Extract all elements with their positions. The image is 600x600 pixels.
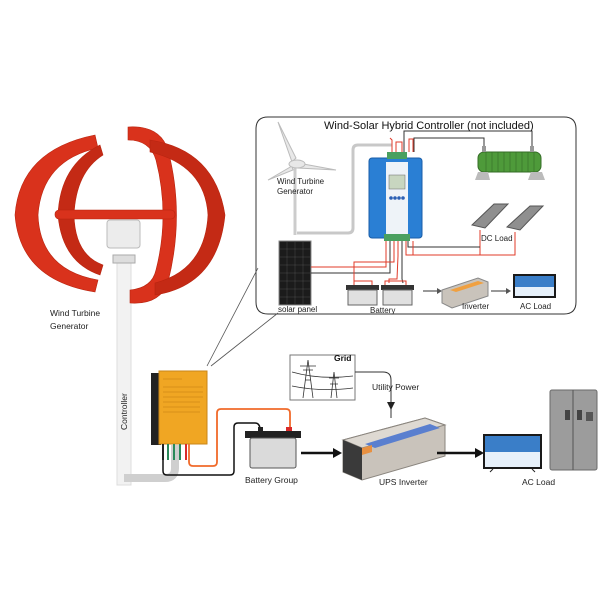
battery-group-lid — [245, 431, 301, 438]
callout-batteries-icon — [346, 280, 414, 306]
battery-terminal-positive — [286, 427, 292, 431]
ups-inverter — [341, 417, 447, 481]
battery-group-label: Battery Group — [245, 475, 298, 485]
main-controller-backplate — [151, 373, 161, 445]
grid-label: Grid — [334, 353, 352, 363]
turbine-blades — [14, 126, 226, 304]
grid-box — [289, 354, 356, 401]
refrigerator-icon — [549, 389, 598, 471]
turbine-pole — [116, 259, 132, 486]
hybrid-controller-lcd — [388, 174, 406, 190]
battery-group-body — [249, 437, 297, 469]
wire-negative — [162, 422, 261, 476]
arrow-head — [475, 448, 484, 458]
utility-power-line — [355, 371, 392, 418]
controller-top-wires — [389, 130, 533, 152]
main-ac-load-label: AC Load — [522, 477, 556, 487]
callout-inverter-icon — [441, 277, 489, 309]
utility-power-label: Utility Power — [372, 382, 420, 392]
callout-solar-panel-label: solar panel — [278, 305, 318, 314]
arrow-head — [506, 288, 511, 294]
arrow-head — [333, 448, 342, 458]
callout-tv-icon — [513, 274, 556, 298]
dump-load-resistor-icon — [475, 146, 545, 180]
main-wind-turbine-label: Wind Turbine Generator — [50, 308, 101, 332]
solar-panel-icon — [278, 240, 312, 306]
small-wind-turbine-icon — [267, 121, 337, 235]
callout-ac-load-label: AC Load — [520, 302, 552, 311]
main-controller-text-lines — [163, 378, 203, 413]
callout-inverter-label: Inverter — [462, 302, 490, 311]
turbine-hub — [106, 219, 141, 249]
callout-box — [255, 116, 577, 315]
grid-towers-icon — [291, 359, 354, 399]
arrow-head — [437, 288, 442, 294]
callout-title: Wind-Solar Hybrid Controller (not includ… — [324, 120, 534, 132]
main-controller-label: Controller — [119, 393, 129, 430]
callout-battery-label: Battery — [370, 306, 396, 315]
callout-pointer-line — [206, 267, 259, 367]
callout-dc-load-label: DC Load — [481, 234, 513, 243]
controller-bottom-wires — [311, 230, 516, 284]
callout-pointer-line — [210, 312, 279, 367]
main-controller — [158, 370, 208, 445]
main-controller-terminals — [162, 444, 187, 460]
turbine-to-controller-cable — [297, 143, 392, 235]
turbine-flange — [112, 254, 136, 264]
arrow-head — [387, 402, 395, 410]
callout-wind-turbine-label: Wind Turbine Generator — [277, 177, 325, 196]
wire-positive — [188, 408, 291, 467]
battery-terminal-negative — [258, 427, 263, 431]
hybrid-controller-buttons — [389, 196, 405, 200]
ups-inverter-label: UPS Inverter — [379, 477, 428, 487]
dc-load-lamps-icon — [470, 203, 545, 231]
